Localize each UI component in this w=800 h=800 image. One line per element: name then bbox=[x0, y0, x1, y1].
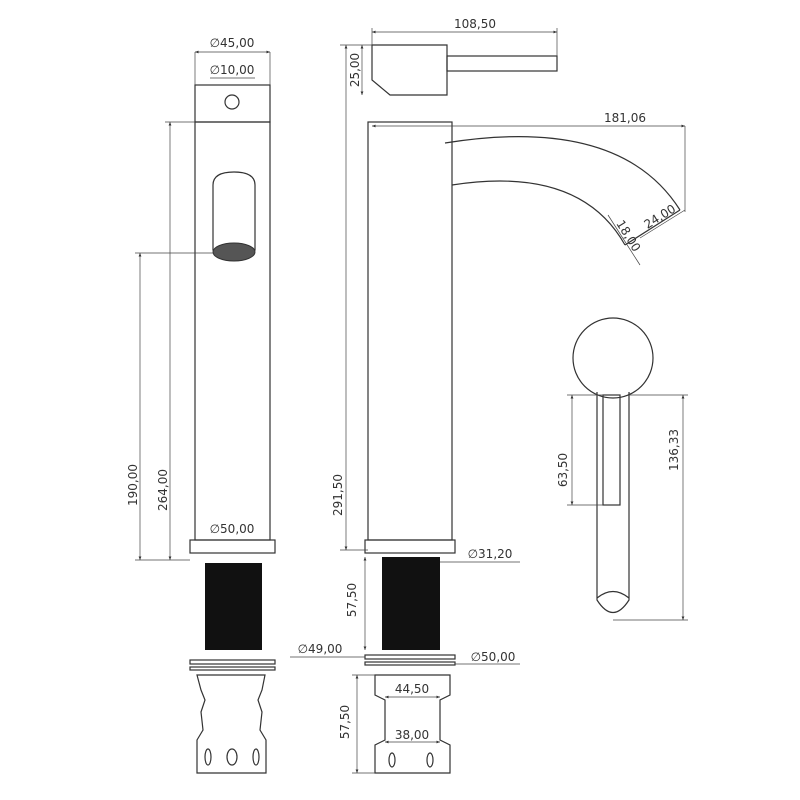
dim-bracket-height: 57,50 bbox=[338, 705, 352, 739]
dim-spout-reach: 181,06 bbox=[604, 111, 646, 125]
dim-spout-outer: 24,00 bbox=[642, 202, 679, 232]
dim-lever-total: 136,33 bbox=[667, 429, 681, 471]
dim-hole-diameter: ∅10,00 bbox=[210, 63, 255, 77]
handle-body bbox=[371, 44, 448, 96]
dim-spout-height: 190,00 bbox=[126, 464, 140, 506]
side-view: 108,50 25,00 181,06 24,00 18,00 291,50 ∅… bbox=[290, 17, 686, 774]
body bbox=[194, 121, 271, 541]
lever-outline bbox=[596, 392, 630, 614]
dim-washer-diameter: ∅49,00 bbox=[298, 642, 343, 656]
threaded-rod bbox=[382, 557, 440, 650]
dim-bracket-bottom: 38,00 bbox=[395, 728, 429, 742]
spout-outer bbox=[444, 136, 681, 211]
top-view: 63,50 136,33 bbox=[556, 317, 688, 621]
base-plate bbox=[364, 539, 456, 554]
dim-handle-diameter: ∅45,00 bbox=[210, 36, 255, 50]
aerator bbox=[212, 242, 256, 262]
mounting-bracket bbox=[374, 674, 451, 774]
dim-bracket-top: 44,50 bbox=[395, 682, 429, 696]
lever bbox=[446, 55, 558, 72]
dim-total-height: 264,00 bbox=[156, 469, 170, 511]
dim-body-height: 291,50 bbox=[331, 474, 345, 516]
base-plate bbox=[189, 539, 276, 554]
dim-base-diameter: ∅50,00 bbox=[210, 522, 255, 536]
threaded-rod bbox=[205, 563, 262, 650]
handle-hole bbox=[224, 94, 240, 110]
dim-thread-length: 57,50 bbox=[345, 583, 359, 617]
spout-front bbox=[212, 171, 256, 251]
handle-circle bbox=[572, 317, 654, 399]
handle-block bbox=[194, 84, 271, 123]
front-view: ∅45,00 ∅10,00 264,00 190,00 ∅50,00 bbox=[126, 36, 276, 774]
mounting-bracket bbox=[196, 674, 267, 774]
dim-plate-diameter: ∅50,00 bbox=[471, 650, 516, 664]
lever-inner bbox=[602, 394, 621, 506]
body bbox=[367, 121, 453, 541]
dim-thread-diameter: ∅31,20 bbox=[468, 547, 513, 561]
dim-handle-height: 25,00 bbox=[348, 53, 362, 87]
dim-lever-inner: 63,50 bbox=[556, 453, 570, 487]
spout-inner bbox=[451, 180, 626, 246]
dim-lever-length: 108,50 bbox=[454, 17, 496, 31]
